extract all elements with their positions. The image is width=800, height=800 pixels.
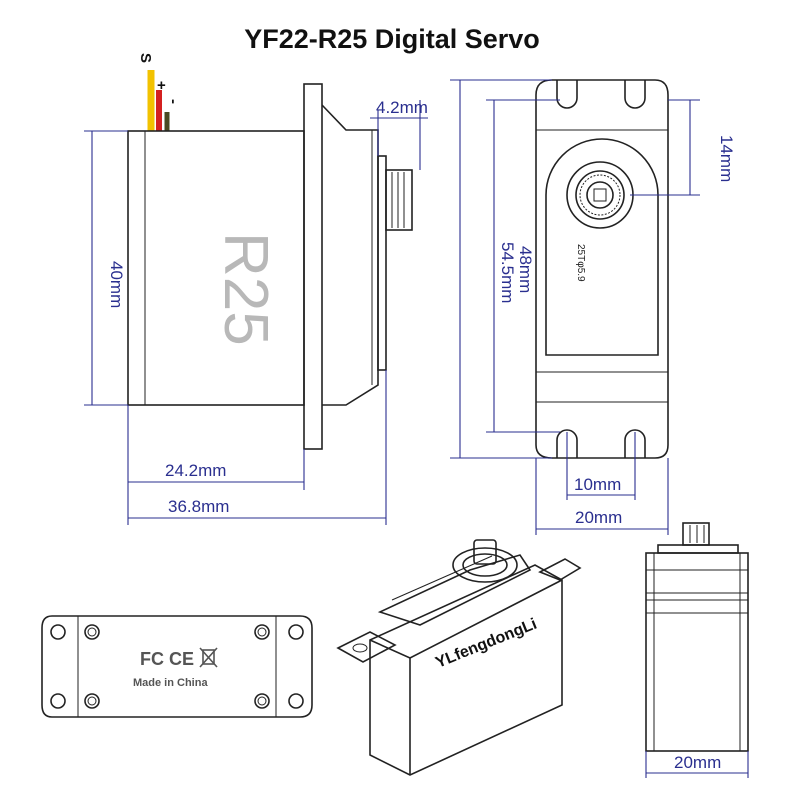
bottom-view: FC CE Made in China xyxy=(41,615,313,718)
mount-tab-front xyxy=(336,631,397,663)
dim-mount-spacing: 10mm xyxy=(574,475,621,494)
servo-top-outline xyxy=(535,79,669,459)
output-spline-iso xyxy=(473,539,497,565)
diagram-title: YF22-R25 Digital Servo xyxy=(244,24,540,54)
dim-total-depth: 36.8mm xyxy=(168,497,229,516)
model-text: R25 xyxy=(211,232,280,346)
brand-label: YLfengdongLi xyxy=(433,616,539,672)
gear-cap-side xyxy=(321,104,379,406)
side-view: S + - R25 40mm 4.2mm 24.2mm xyxy=(84,53,428,525)
dim-body-length: 48mm xyxy=(516,246,535,293)
output-spline-side xyxy=(385,169,413,231)
made-in-label: Made in China xyxy=(133,677,208,689)
output-spline-front xyxy=(682,522,710,546)
plus-wire-label: + xyxy=(157,77,166,94)
weee-bin-icon xyxy=(199,647,218,668)
mount-tab-back xyxy=(538,558,582,581)
mounting-flange-side xyxy=(303,83,323,450)
cert-marks: FC CE xyxy=(140,649,194,669)
dim-body-depth: 24.2mm xyxy=(165,461,226,480)
signal-wire-label: S xyxy=(137,53,154,63)
gear-cap-iso xyxy=(377,554,532,626)
top-view: 25Tφ5.9 14mm 54.5mm 48mm 10mm 20mm xyxy=(450,79,736,535)
gear-cap-top xyxy=(545,138,659,356)
minus-wire-label: - xyxy=(165,99,182,104)
dim-shaft-offset: 4.2mm xyxy=(376,98,428,117)
spline-label: 25Tφ5.9 xyxy=(575,244,586,282)
dim-overall-length: 54.5mm xyxy=(498,242,517,303)
servo-bottom-outline xyxy=(41,615,313,718)
isometric-view: YLfengdongLi xyxy=(336,539,582,776)
dim-width-top: 20mm xyxy=(575,508,622,527)
dim-spline-offset: 14mm xyxy=(717,135,736,182)
servo-front-body xyxy=(645,552,749,752)
dim-width-right: 20mm xyxy=(674,753,721,772)
output-spline-top xyxy=(566,161,634,229)
servo-iso-body xyxy=(369,564,563,776)
front-view: 20mm xyxy=(645,522,749,778)
dim-height: 40mm xyxy=(107,261,126,308)
